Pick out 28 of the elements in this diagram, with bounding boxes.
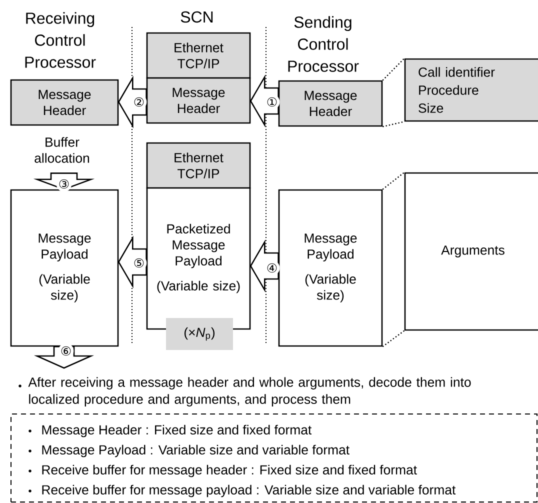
note-box (10, 414, 538, 502)
step-number: ⑥ (58, 343, 74, 359)
payload-box: Message Payload (Variable size) (10, 189, 119, 347)
bullet-item: Message Payload : Variable size and variable format (28, 444, 350, 458)
column-heading: Sending Control Processor (288, 16, 359, 72)
header-box: Message Header (146, 77, 251, 124)
header-box: Message Header (10, 79, 119, 126)
step-number: ③ (56, 176, 72, 192)
step-number: ② (131, 94, 147, 110)
bullet-item: Receive buffer for message header : Fixed size and fixed format (28, 464, 417, 478)
bullet-item: Receive buffer for message payload : Variable size and variable format (28, 484, 456, 498)
annotation-text: Buffer allocation (34, 137, 90, 163)
expansion-line (382, 172, 405, 190)
bullet-item: Message Header : Fixed size and fixed format (28, 424, 312, 438)
bullet-item: After receiving a message header and whole arguments, decode them into localized procedure and arguments, and process them (18, 377, 471, 406)
multiplier-label: (×N$_{p}$) (166, 318, 233, 350)
header-box: Message Header (278, 80, 383, 127)
step-number: ④ (264, 260, 280, 276)
protocol-box: Ethernet TCP/IP (146, 32, 251, 79)
payload-box: Message Payload (Variable size) (278, 189, 383, 347)
expansion-line (382, 121, 404, 128)
expansion-line (382, 58, 405, 81)
protocol-box: Ethernet TCP/IP (146, 142, 251, 189)
field-list-box: Call identifier Procedure Size (404, 58, 538, 122)
step-number: ⑤ (131, 255, 147, 271)
arguments-box: Arguments (404, 172, 538, 331)
expansion-line (382, 330, 405, 348)
step-number: ① (264, 94, 280, 110)
